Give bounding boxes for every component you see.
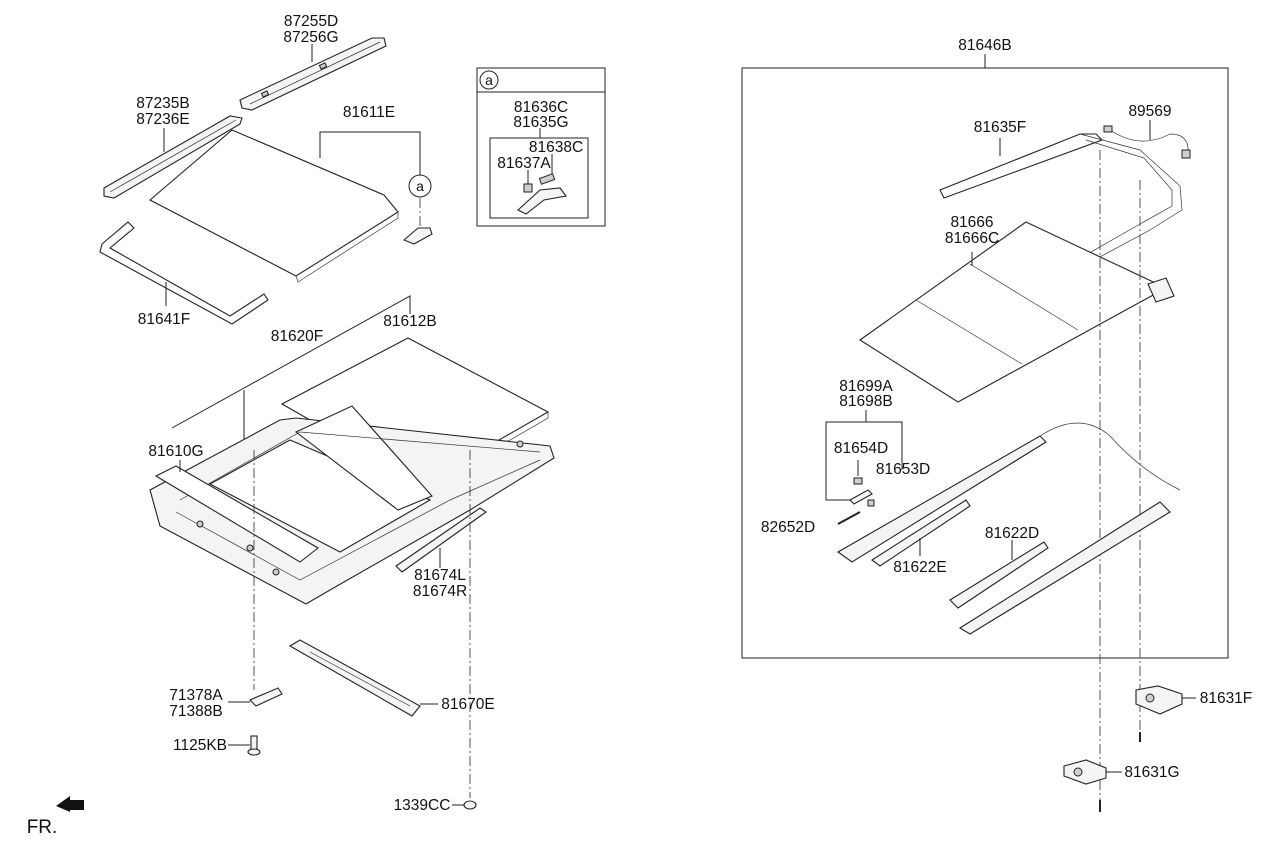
part-label-81622D: 81622D [985,525,1039,542]
part-label-81698B: 81698B [839,393,892,410]
slider-shoe [853,477,863,485]
part-label-81611E: 81611E [343,104,395,121]
part-label-81674L: 81674L [414,567,466,584]
part-label-81636C: 81636C [514,99,568,116]
part-label-81631F: 81631F [1200,690,1253,707]
part-label-81654D: 81654D [834,440,888,457]
part-label-87235B: 87235B [136,95,189,112]
part-label-81637A: 81637A [497,155,551,172]
callout-marker-a: a [416,178,424,194]
callout-box-marker-a: a [485,72,493,88]
mechanism-assembly-box [741,67,1229,659]
bolt-1125KB [247,735,261,756]
part-label-81641F: 81641F [138,311,191,328]
roof-rail-strip-upper [239,37,387,111]
guide-block [849,489,873,505]
part-label-71388B: 71388B [169,703,222,720]
part-label-87255D: 87255D [284,13,338,30]
side-molding [395,507,487,573]
part-label-81631G: 81631G [1124,764,1179,781]
part-label-81646B: 81646B [958,37,1011,54]
sunroof-motor-81631F [1135,685,1183,715]
guide-clip [867,499,875,507]
part-label-1339CC: 1339CC [394,797,451,814]
front-deflector [154,465,319,563]
callout-detail-box: a [476,67,606,227]
part-label-81635F: 81635F [974,119,1027,136]
roof-front-strip [103,115,243,199]
part-label-81699A: 81699A [839,378,893,395]
part-label-89569: 89569 [1128,103,1171,120]
part-label-81622E: 81622E [893,559,946,576]
sunroof-motor-81631G [1063,759,1107,785]
hinge-bracket [402,227,433,245]
part-label-81666: 81666 [950,214,993,231]
front-arrow-icon [56,796,84,812]
part-label-81653D: 81653D [876,461,930,478]
part-label-81666C: 81666C [945,230,999,247]
part-label-81635G: 81635G [513,114,568,131]
mounting-bracket [249,687,283,707]
roller-shade [859,221,1175,403]
part-label-81612B: 81612B [383,313,436,330]
rear-cross-rail [288,639,421,717]
part-label-82652D: 82652D [761,519,815,536]
part-label-87256G: 87256G [283,29,338,46]
sunroof-frame [149,405,555,605]
wiring-harness [1103,125,1191,159]
drain-channel-left [871,499,971,567]
front-indicator: FR. [27,817,58,838]
callout-circle-a [408,174,432,198]
part-label-87236E: 87236E [136,111,189,128]
part-label-1125KB: 1125KB [173,737,227,754]
part-label-81610G: 81610G [148,443,203,460]
right-guide-rail [958,501,1171,635]
grommet-1339CC [463,800,477,810]
part-label-81674R: 81674R [413,583,467,600]
drive-cable-frame [939,133,1183,301]
part-label-81670E: 81670E [441,696,494,713]
sunroof-glass-panel [149,129,399,283]
drain-channel-right [949,541,1049,609]
part-label-81638C: 81638C [529,139,583,156]
part-label-81620F: 81620F [271,328,324,345]
part-label-71378A: 71378A [169,687,223,704]
left-guide-rail [836,435,1047,563]
